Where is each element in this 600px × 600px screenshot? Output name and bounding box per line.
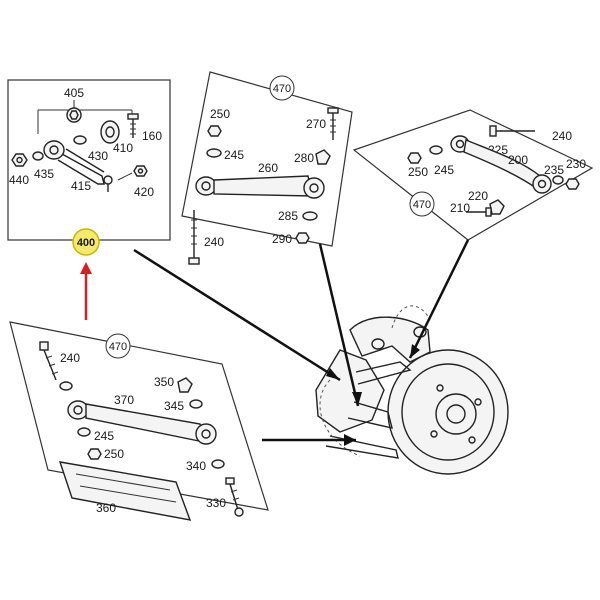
- part-label-340: 340: [186, 459, 206, 473]
- bolt-icon: [466, 207, 492, 217]
- highlighted-callout-400[interactable]: 400: [72, 228, 100, 256]
- red-arrow-icon: [80, 262, 92, 320]
- trailing-arm-box: 240 250 245 225 200 235 230: [352, 109, 594, 241]
- bolt-icon: [225, 477, 244, 517]
- callout-470-top-right: 470: [409, 191, 435, 217]
- part-label-405: 405: [64, 86, 84, 100]
- part-label-270: 270: [306, 117, 326, 131]
- part-label-160: 160: [142, 129, 162, 143]
- washer-icon: [552, 175, 564, 185]
- trailing-arm-icon: [450, 135, 552, 194]
- callout-470-label: 470: [413, 199, 431, 211]
- nut-icon: [207, 125, 222, 137]
- part-label-290: 290: [272, 232, 292, 246]
- part-label-235: 235: [544, 163, 564, 177]
- part-label-245: 245: [224, 148, 244, 162]
- callout-400-label: 400: [77, 237, 95, 249]
- bolt-icon: [127, 113, 139, 138]
- washer-icon: [32, 151, 44, 161]
- part-label-370: 370: [114, 393, 134, 407]
- part-label-245-bottom: 245: [94, 429, 114, 443]
- bolt-icon: [327, 107, 339, 140]
- part-label-280: 280: [294, 151, 314, 165]
- bushing-icon: [100, 120, 120, 144]
- washer-icon: [206, 148, 222, 158]
- part-label-420: 420: [134, 185, 154, 199]
- bolt-icon: [188, 210, 200, 265]
- part-label-440: 440: [9, 173, 29, 187]
- washer-icon: [211, 459, 225, 469]
- wheel-carrier-assembly: [315, 305, 509, 475]
- nut-icon: [407, 152, 422, 164]
- part-label-250: 250: [210, 107, 230, 121]
- washer-icon: [73, 135, 87, 145]
- part-label-220: 220: [468, 189, 488, 203]
- part-label-200: 200: [508, 153, 528, 167]
- nut-icon: [117, 165, 148, 181]
- part-label-240: 240: [204, 235, 224, 249]
- part-label-285: 285: [278, 209, 298, 223]
- bolt-icon: [39, 341, 59, 381]
- nut-icon: [295, 232, 310, 244]
- lower-arm-icon: [195, 175, 325, 199]
- part-label-410: 410: [113, 141, 133, 155]
- washer-icon: [429, 145, 443, 155]
- part-label-240-bottom: 240: [60, 351, 80, 365]
- cover-panel-icon: [58, 461, 192, 521]
- hex-key-icon: [66, 107, 82, 123]
- part-label-240-right: 240: [552, 129, 572, 143]
- part-label-245-right: 245: [434, 163, 454, 177]
- tension-strut-box: 470 240 350 370 345: [9, 321, 269, 521]
- part-label-260: 260: [258, 161, 278, 175]
- part-label-210: 210: [450, 201, 470, 215]
- nut-icon: [87, 448, 102, 460]
- upper-link-box: 405 160 410 430: [7, 79, 171, 241]
- part-label-415: 415: [71, 179, 91, 193]
- part-label-435: 435: [34, 167, 54, 181]
- washer-icon: [189, 399, 203, 409]
- nut-icon: [565, 178, 580, 190]
- callout-470-label: 470: [273, 83, 291, 95]
- washer-icon: [77, 427, 91, 437]
- part-label-250-bottom: 250: [104, 447, 124, 461]
- connector-lines: [133, 239, 470, 446]
- control-arm-icon: [43, 140, 113, 192]
- bolt-icon: [489, 125, 535, 137]
- part-label-250-right: 250: [408, 165, 428, 179]
- part-label-430: 430: [88, 149, 108, 163]
- washer-icon: [302, 211, 318, 221]
- lower-arm-box: 470 250 245 270 280 260: [181, 71, 353, 265]
- callout-470-top-middle: 470: [269, 75, 295, 101]
- eccentric-washer-icon: [177, 377, 193, 393]
- part-label-350: 350: [154, 375, 174, 389]
- part-label-345: 345: [164, 399, 184, 413]
- callout-470-label: 470: [109, 341, 127, 353]
- tension-strut-icon: [67, 400, 217, 445]
- washer-icon: [59, 381, 73, 391]
- part-label-360: 360: [96, 501, 116, 515]
- part-label-230: 230: [566, 157, 586, 171]
- part-label-330: 330: [206, 496, 226, 510]
- nut-icon: [11, 153, 28, 167]
- eccentric-washer-icon: [315, 149, 331, 165]
- callout-470-bottom-left: 470: [105, 333, 131, 359]
